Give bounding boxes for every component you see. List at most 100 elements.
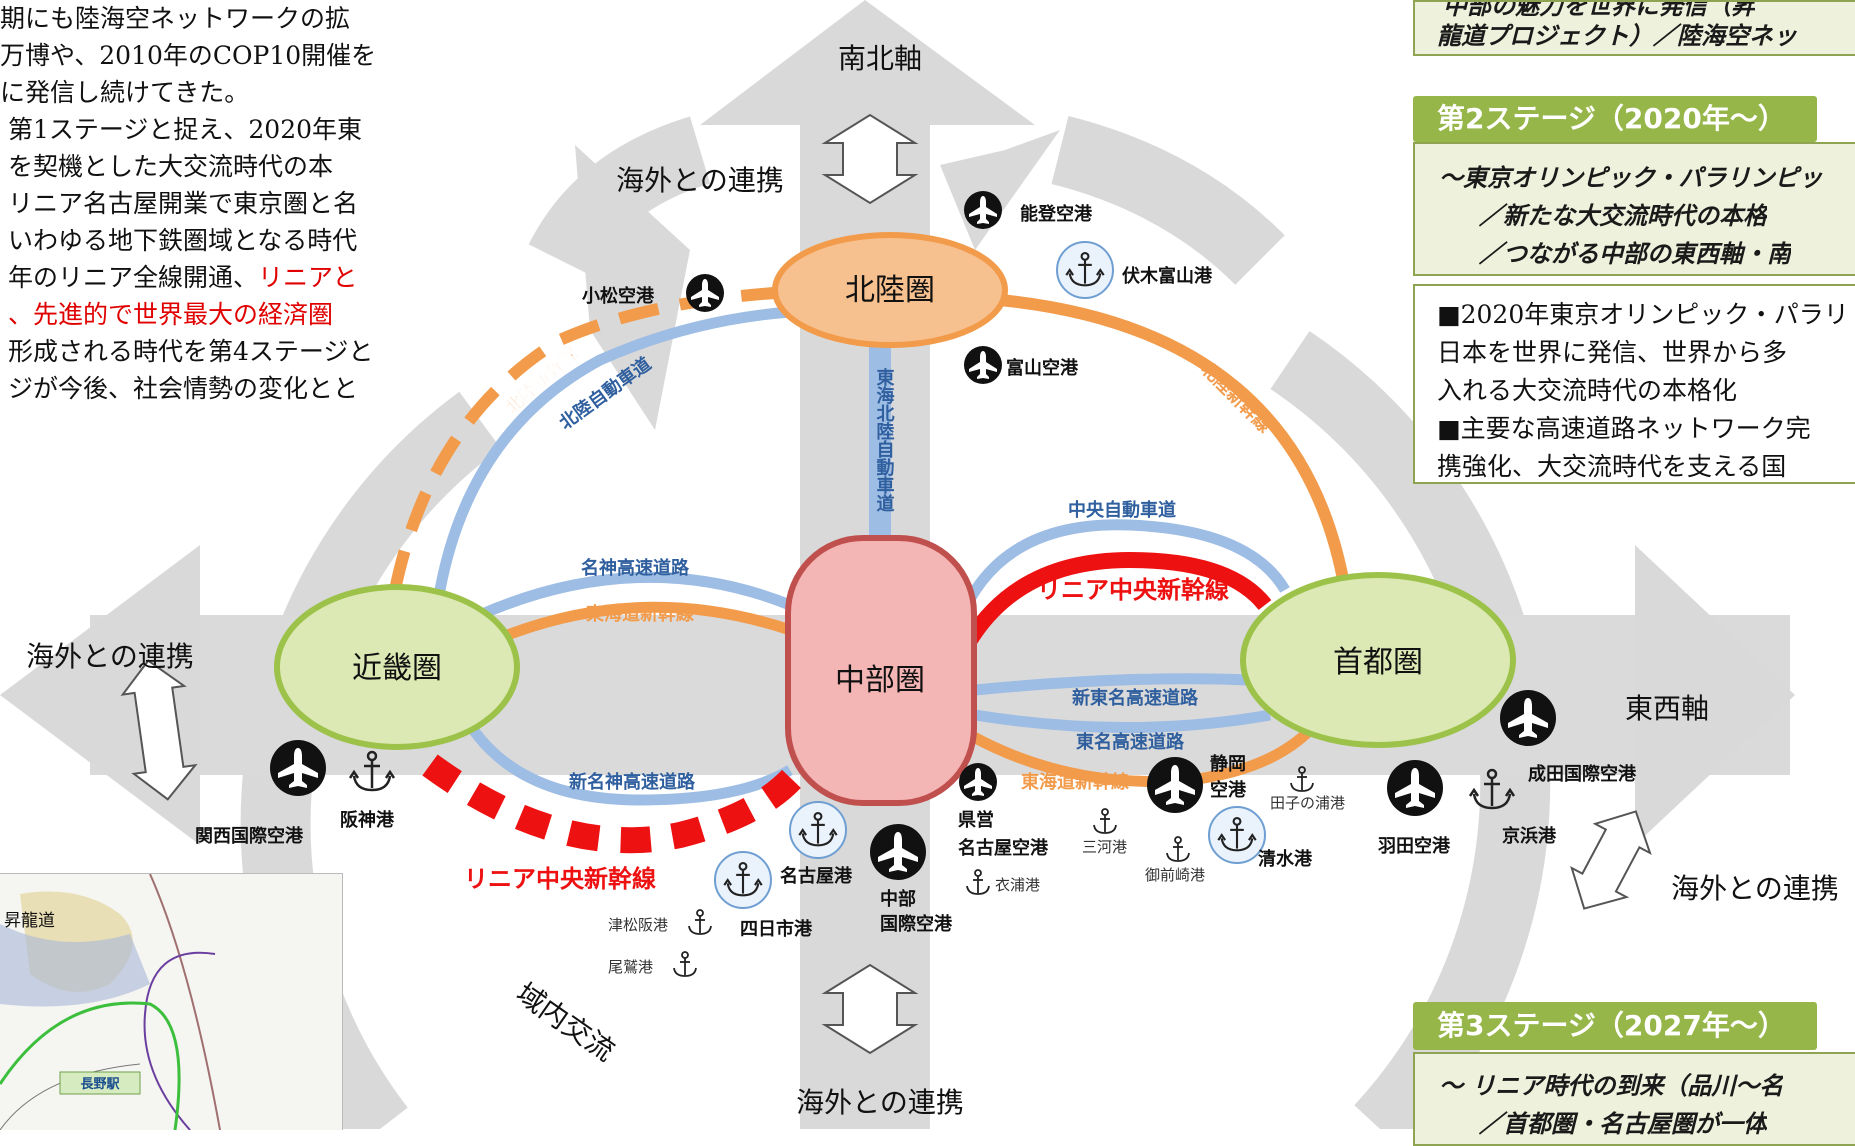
intro-text-block: 期にも陸海空ネットワークの拡 万博や、2010年のCOP10開催を に発信し続け… <box>0 0 410 407</box>
stage2-subtitle-box: ～東京オリンピック・パラリンピッ ／新たな大交流時代の本格 ／つながる中部の東西… <box>1413 142 1855 276</box>
region-hokuriku-label: 北陸圏 <box>845 273 935 308</box>
stage2-body-line: ■2020年東京オリンピック・パラリ <box>1437 300 1849 329</box>
nagoya-port-icon <box>788 800 848 860</box>
region-shuto <box>1240 572 1516 748</box>
region-nodes <box>274 232 1516 806</box>
label-linear-w: リニア中央新幹線 <box>464 865 656 893</box>
shimizu-port-icon <box>1207 805 1267 865</box>
yokkaichi-port-icon <box>713 850 773 910</box>
mikawa-port-label: 三河港 <box>1082 838 1127 856</box>
intro-line: 年のリニア全線開通、 <box>8 263 259 292</box>
hanshin-port-label: 阪神港 <box>340 809 395 831</box>
owase-port-icon <box>673 951 697 977</box>
owase-port-label: 尾鷲港 <box>608 958 653 976</box>
kansai-airport-icon <box>270 740 326 796</box>
intro-line: 第1ステージと捉え、2020年東 <box>8 115 363 144</box>
chubu-airport-label-2: 国際空港 <box>880 913 953 935</box>
stage1-tail-line1: 中部の魅力を世界に発信（昇 <box>1443 0 1755 20</box>
narita-airport-label: 成田国際空港 <box>1528 763 1637 785</box>
overseas-arrow-right <box>1570 810 1652 910</box>
region-shuto-label: 首都圏 <box>1333 645 1423 680</box>
kenei-airport-icon <box>959 763 997 801</box>
stage3-title: 第3ステージ（2027年～） <box>1413 1002 1817 1050</box>
kenei-airport-label-2: 名古屋空港 <box>958 837 1049 859</box>
yokkaichi-port-label: 四日市港 <box>740 918 813 940</box>
fushiki-port-icon <box>1055 240 1115 300</box>
stage2-sub3: ／つながる中部の東西軸・南 <box>1479 240 1791 268</box>
kenei-airport-label-1: 県営 <box>958 809 994 831</box>
overseas-arrow-top <box>821 113 919 205</box>
overseas-arrow-left <box>120 659 198 801</box>
intro-line-red: 、先進的で世界最大の経済圏 <box>8 300 334 329</box>
shizuoka-airport-label-1: 静岡 <box>1210 753 1246 775</box>
region-hokuriku <box>772 232 1008 348</box>
kinuura-port-label: 衣浦港 <box>995 876 1040 894</box>
fushiki-port-label: 伏木富山港 <box>1122 265 1213 287</box>
label-tokaido-w: 東海道新幹線 <box>586 603 694 625</box>
nagoya-port-label: 名古屋港 <box>780 865 853 887</box>
map-inset-graphic: 長野駅 昇龍道 <box>0 874 342 1130</box>
noto-airport-icon <box>964 191 1002 229</box>
intro-line: リニア名古屋開業で東京圏と名 <box>8 189 359 218</box>
intro-line: に発信し続けてきた。 <box>0 78 250 107</box>
region-chubu-label: 中部圏 <box>835 663 925 698</box>
label-chuo-expressway: 中央自動車道 <box>1068 499 1176 521</box>
region-kinki <box>274 584 520 750</box>
kansai-airport-label: 関西国際空港 <box>195 825 304 847</box>
region-kinki-label: 近畿圏 <box>352 651 442 686</box>
stage2-sub2: ／新たな大交流時代の本格 <box>1479 202 1767 230</box>
stage2-body-line: 日本を世界に発信、世界から多 <box>1437 338 1788 367</box>
map-inset: 長野駅 昇龍道 <box>0 873 343 1130</box>
axis-ew-label: 東西軸 <box>1625 692 1709 725</box>
intro-line: 期にも陸海空ネットワークの拡 <box>0 4 351 33</box>
label-meishin: 名神高速道路 <box>581 557 690 579</box>
inset-top-label: 昇龍道 <box>4 911 55 931</box>
inset-station-label: 長野駅 <box>80 1077 120 1092</box>
axis-ns-label: 南北軸 <box>838 42 922 75</box>
intro-line: 万博や、2010年のCOP10開催を <box>0 41 377 70</box>
intro-line-red: リニアと <box>258 263 358 292</box>
toyama-airport-icon <box>964 346 1002 384</box>
komatsu-airport-label: 小松空港 <box>582 285 655 307</box>
label-tokaido-e: 東海道新幹線 <box>1021 771 1129 793</box>
shimizu-port-label: 清水港 <box>1258 848 1313 870</box>
omaezaki-port-label: 御前崎港 <box>1145 866 1205 884</box>
route-lines <box>389 286 1351 854</box>
shizuoka-airport-icon <box>1147 757 1203 813</box>
stage2-body-line: 入れる大交流時代の本格化 <box>1437 376 1738 405</box>
chubu-airport-label-1: 中部 <box>880 888 916 910</box>
stage1-tail-box: 中部の魅力を世界に発信（昇 龍道プロジェクト）／陸海空ネッ <box>1413 0 1855 56</box>
label-linear-e: リニア中央新幹線 <box>1037 576 1229 604</box>
intro-line-mixed: 年のリニア全線開通、リニアと <box>0 259 410 296</box>
intro-line: いわゆる地下鉄圏域となる時代 <box>8 226 358 255</box>
overseas-arrow-bottom <box>821 963 919 1055</box>
label-shin-tomei: 新東名高速道路 <box>1072 687 1199 709</box>
noto-airport-label: 能登空港 <box>1020 203 1093 225</box>
kinuura-port-icon <box>966 869 990 895</box>
tsumatsusaka-port-icon <box>688 909 712 935</box>
overseas-right-label: 海外との連携 <box>1671 872 1839 905</box>
intra-exchange-label: 域内交流 <box>510 977 621 1068</box>
label-hokuriku-shinkansen-e: 北陸新幹線 <box>1196 358 1275 437</box>
stage2-sub1: ～東京オリンピック・パラリンピッ <box>1439 164 1823 192</box>
tagonoura-port-label: 田子の浦港 <box>1270 794 1345 812</box>
stage3-sub1: ～ リニア時代の到来（品川～名 <box>1439 1072 1784 1100</box>
label-tokai-hokuriku: 東海北陸自動車道 <box>874 367 895 512</box>
region-chubu <box>785 535 977 806</box>
shizuoka-airport-label-2: 空港 <box>1210 779 1247 801</box>
label-tomei: 東名高速道路 <box>1076 731 1185 753</box>
stage3-sub2: ／首都圏・名古屋圏が一体 <box>1479 1110 1767 1138</box>
tsumatsusaka-port-label: 津松阪港 <box>608 916 668 934</box>
mikawa-port-icon <box>1093 808 1117 834</box>
haneda-airport-label: 羽田空港 <box>1378 835 1451 857</box>
stage2-body: ■2020年東京オリンピック・パラリ 日本を世界に発信、世界から多 入れる大交流… <box>1413 284 1855 484</box>
stage2-body-line: 携強化、大交流時代を支える国 <box>1437 452 1787 481</box>
intro-line: を契機とした大交流時代の本 <box>8 152 334 181</box>
stage3-subtitle-box: ～ リニア時代の到来（品川～名 ／首都圏・名古屋圏が一体 <box>1413 1052 1855 1146</box>
intro-line: ジが今後、社会情勢の変化とと <box>8 374 359 403</box>
intro-line: 形成される時代を第4ステージと <box>8 337 374 366</box>
stage2-title: 第2ステージ（2020年～） <box>1413 96 1817 142</box>
toyama-airport-label: 富山空港 <box>1006 357 1079 379</box>
facilities: 能登空港 小松空港 伏木富山港 富山空港 関西国際空港 阪神港 名古屋港 四日市… <box>195 191 1637 977</box>
